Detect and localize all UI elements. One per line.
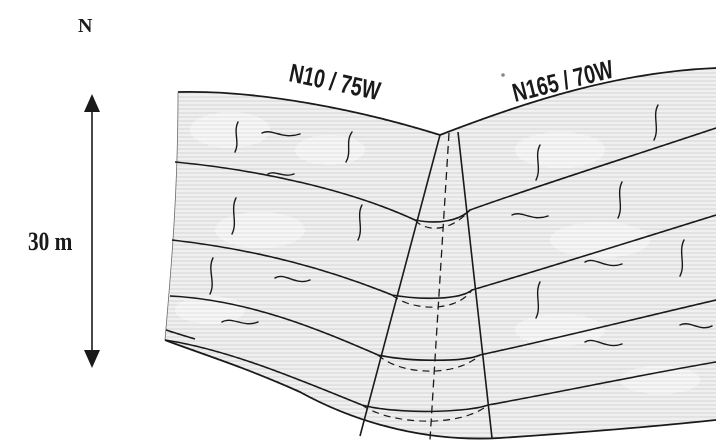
scale-label: 30 m — [28, 228, 73, 256]
north-label: N — [78, 15, 93, 37]
scale-bar — [84, 94, 100, 368]
left-limb-label: N10 / 75W — [287, 58, 383, 106]
rock-body — [165, 68, 716, 439]
arrow-down-icon — [84, 350, 100, 368]
speck — [501, 73, 505, 77]
arrow-up-icon — [84, 94, 100, 112]
